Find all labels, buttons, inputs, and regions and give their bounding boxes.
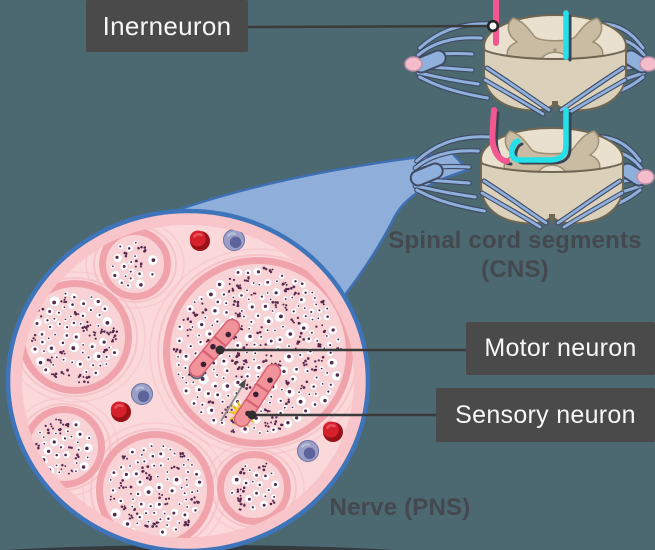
motor-neuron-rod bbox=[188, 318, 241, 378]
leukocyte-cell bbox=[297, 440, 319, 462]
anchor-dot bbox=[247, 410, 257, 420]
impulse-arrow bbox=[220, 382, 245, 422]
motor-neuron-label: Motor neuron bbox=[466, 322, 655, 375]
red-blood-cell bbox=[110, 401, 131, 422]
nerve-roots bbox=[404, 21, 497, 101]
nerve-cross-section bbox=[5, 208, 371, 550]
axon-field bbox=[30, 290, 120, 384]
fascicle bbox=[21, 280, 132, 394]
leukocyte-cell bbox=[223, 229, 245, 251]
cns-caption-line1: Spinal cord segments bbox=[388, 227, 642, 254]
fascicle bbox=[217, 451, 291, 525]
spinal-cord-segment bbox=[404, 14, 655, 117]
tissue-swirl bbox=[21, 271, 146, 403]
anchor-dot bbox=[215, 345, 225, 355]
red-blood-cell bbox=[322, 421, 343, 442]
tissue-swirl bbox=[21, 277, 138, 397]
tissue-swirl bbox=[85, 224, 185, 309]
nerve-contents bbox=[21, 224, 355, 538]
interneuron-label: Inerneuron bbox=[86, 0, 248, 52]
annotation-line bbox=[247, 24, 491, 29]
cns-caption-line2: (CNS) bbox=[481, 256, 549, 283]
sensory-neuron-rod bbox=[233, 363, 282, 428]
spinal-cord-segment bbox=[409, 127, 655, 230]
central-canal bbox=[553, 48, 557, 52]
axon-field bbox=[107, 442, 204, 538]
nerve-roots bbox=[409, 134, 494, 214]
fascicle bbox=[99, 228, 171, 300]
sensory-fiber bbox=[509, 107, 569, 163]
leukocyte-cell bbox=[131, 383, 153, 405]
pns-caption: Nerve (PNS) bbox=[329, 494, 471, 521]
anchor-ring-dot bbox=[486, 19, 500, 33]
cns-caption: Spinal cord segments (CNS) bbox=[375, 226, 655, 284]
red-blood-cell bbox=[189, 230, 210, 251]
root-tip bbox=[404, 56, 423, 72]
sensory-neuron-label: Sensory neuron bbox=[436, 388, 655, 442]
root-tip bbox=[639, 56, 655, 72]
fascicle bbox=[96, 431, 214, 538]
axon-field bbox=[229, 462, 280, 512]
axon-field bbox=[110, 240, 159, 290]
impulse-arrow-head bbox=[238, 379, 246, 389]
root-tip bbox=[636, 169, 655, 185]
interneuron-fiber bbox=[489, 107, 510, 164]
